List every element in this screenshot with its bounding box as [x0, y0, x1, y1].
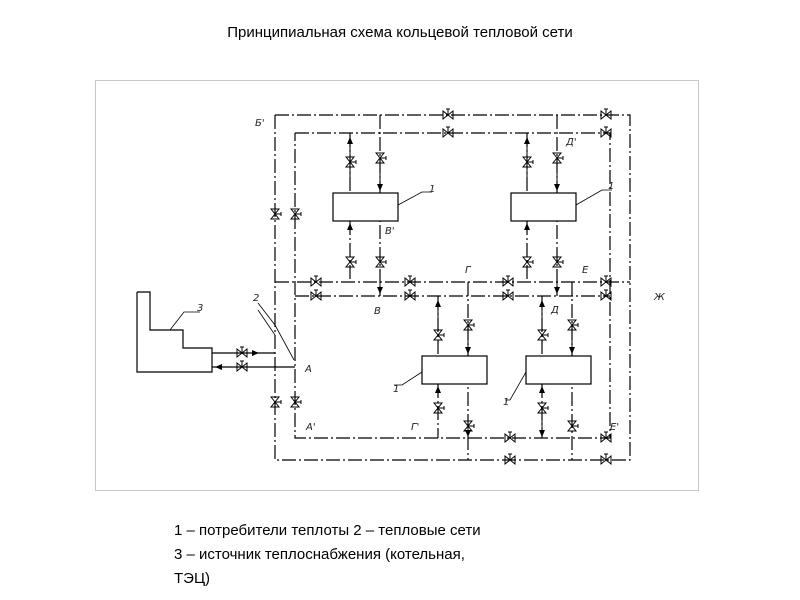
- node-label-e: Е: [582, 265, 589, 276]
- consumer-box: [525, 355, 592, 385]
- consumer-box: [332, 192, 399, 222]
- legend: 1 – потребители теплоты 2 – тепловые сет…: [174, 519, 481, 591]
- flow-arrows: [215, 137, 575, 437]
- node-label-b-prime: Б': [255, 118, 265, 129]
- legend-line-3: ТЭЦ): [174, 570, 211, 587]
- node-label-zh: Ж: [653, 292, 666, 303]
- node-label-v: В: [374, 306, 381, 317]
- node-label-a: А: [304, 364, 312, 375]
- consumer-box: [510, 192, 577, 222]
- consumer-box: [421, 355, 488, 385]
- legend-line-2: 3 – источник теплоснабжения (котельная,: [174, 546, 465, 563]
- diagram-frame: [95, 80, 699, 491]
- legend-line-1: 1 – потребители теплоты 2 – тепловые сет…: [174, 522, 481, 539]
- source-pipes: [212, 352, 295, 368]
- callout-consumer: 1: [429, 184, 435, 195]
- heat-source-shape: [136, 291, 213, 373]
- callout-networks: 2: [253, 293, 259, 304]
- node-label-g: Г: [465, 265, 472, 276]
- node-label-a-prime: А': [305, 422, 316, 433]
- network-pipes: [274, 114, 631, 461]
- diagram-title: Принципиальная схема кольцевой тепловой …: [227, 24, 573, 41]
- node-label-v-prime: В': [385, 226, 395, 237]
- callout-source: 3: [197, 303, 203, 314]
- callout-consumer: 1: [393, 384, 399, 395]
- node-label-d: Д: [550, 305, 559, 316]
- callout-consumer: 1: [608, 181, 614, 192]
- callout-leaders: [169, 189, 612, 401]
- node-label-e-prime: Е': [610, 422, 619, 433]
- valves: [236, 108, 612, 465]
- callout-consumer: 1: [503, 397, 509, 408]
- node-label-d-prime: Д': [565, 137, 577, 148]
- node-label-g-prime: Г': [411, 422, 419, 433]
